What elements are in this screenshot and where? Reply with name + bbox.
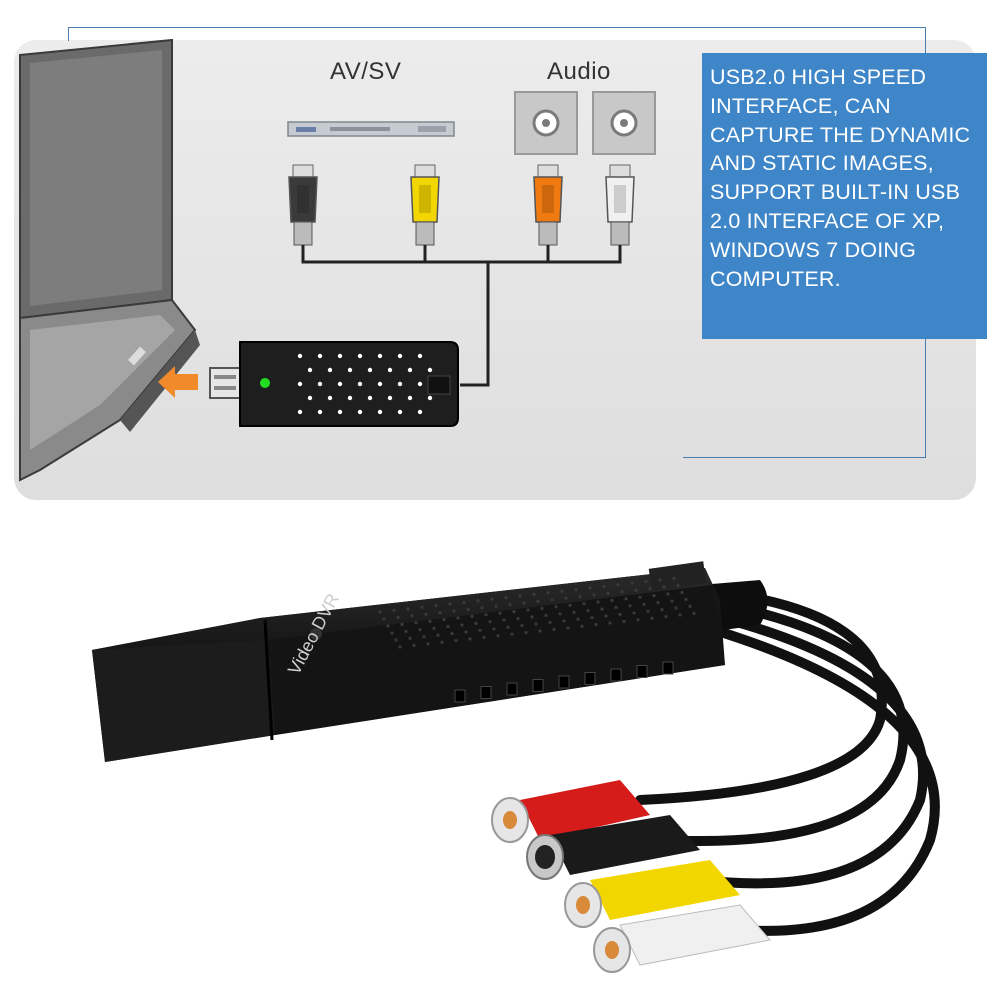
- vent-dots: [297, 353, 433, 415]
- laptop-illustration: [19, 38, 200, 482]
- usb-capture-stick-illustration: [209, 341, 459, 427]
- white-rca-connector: [593, 904, 771, 973]
- arrow-left-icon: [158, 366, 198, 398]
- plug-3: [605, 164, 635, 246]
- cable-tree: [301, 245, 622, 387]
- avsv-heading: AV/SV: [330, 58, 402, 85]
- audio-heading: Audio: [547, 58, 611, 85]
- status-led-icon: [260, 378, 270, 388]
- yellow-rca-connector: [564, 860, 740, 928]
- top-vent-holes: [378, 576, 696, 649]
- frame-line-bottom: [683, 457, 926, 458]
- feature-callout: USB2.0 HIGH SPEED INTERFACE, CAN CAPTURE…: [702, 53, 987, 339]
- dvd-player-illustration: [287, 121, 455, 137]
- connection-diagram: [19, 38, 656, 482]
- plug-1: [410, 164, 440, 246]
- strain-relief: [640, 580, 768, 640]
- feature-callout-text: USB2.0 HIGH SPEED INTERFACE, CAN CAPTURE…: [710, 65, 971, 291]
- frame-line-top: [68, 27, 926, 28]
- device-label: Video DVR: [284, 590, 343, 678]
- capture-device: [92, 561, 725, 762]
- cable-bundle: [635, 585, 940, 936]
- audio-jack-panel: [514, 91, 656, 155]
- led-window: [310, 628, 322, 640]
- black-svideo-connector: [526, 815, 700, 880]
- plug-0: [288, 164, 318, 246]
- plug-2: [533, 164, 563, 246]
- red-rca-connector: [491, 780, 650, 843]
- rca-plugs: [288, 164, 635, 246]
- usb-port-icon: [128, 346, 146, 366]
- frame-line-left: [68, 27, 69, 41]
- side-vent-slots: [454, 661, 674, 703]
